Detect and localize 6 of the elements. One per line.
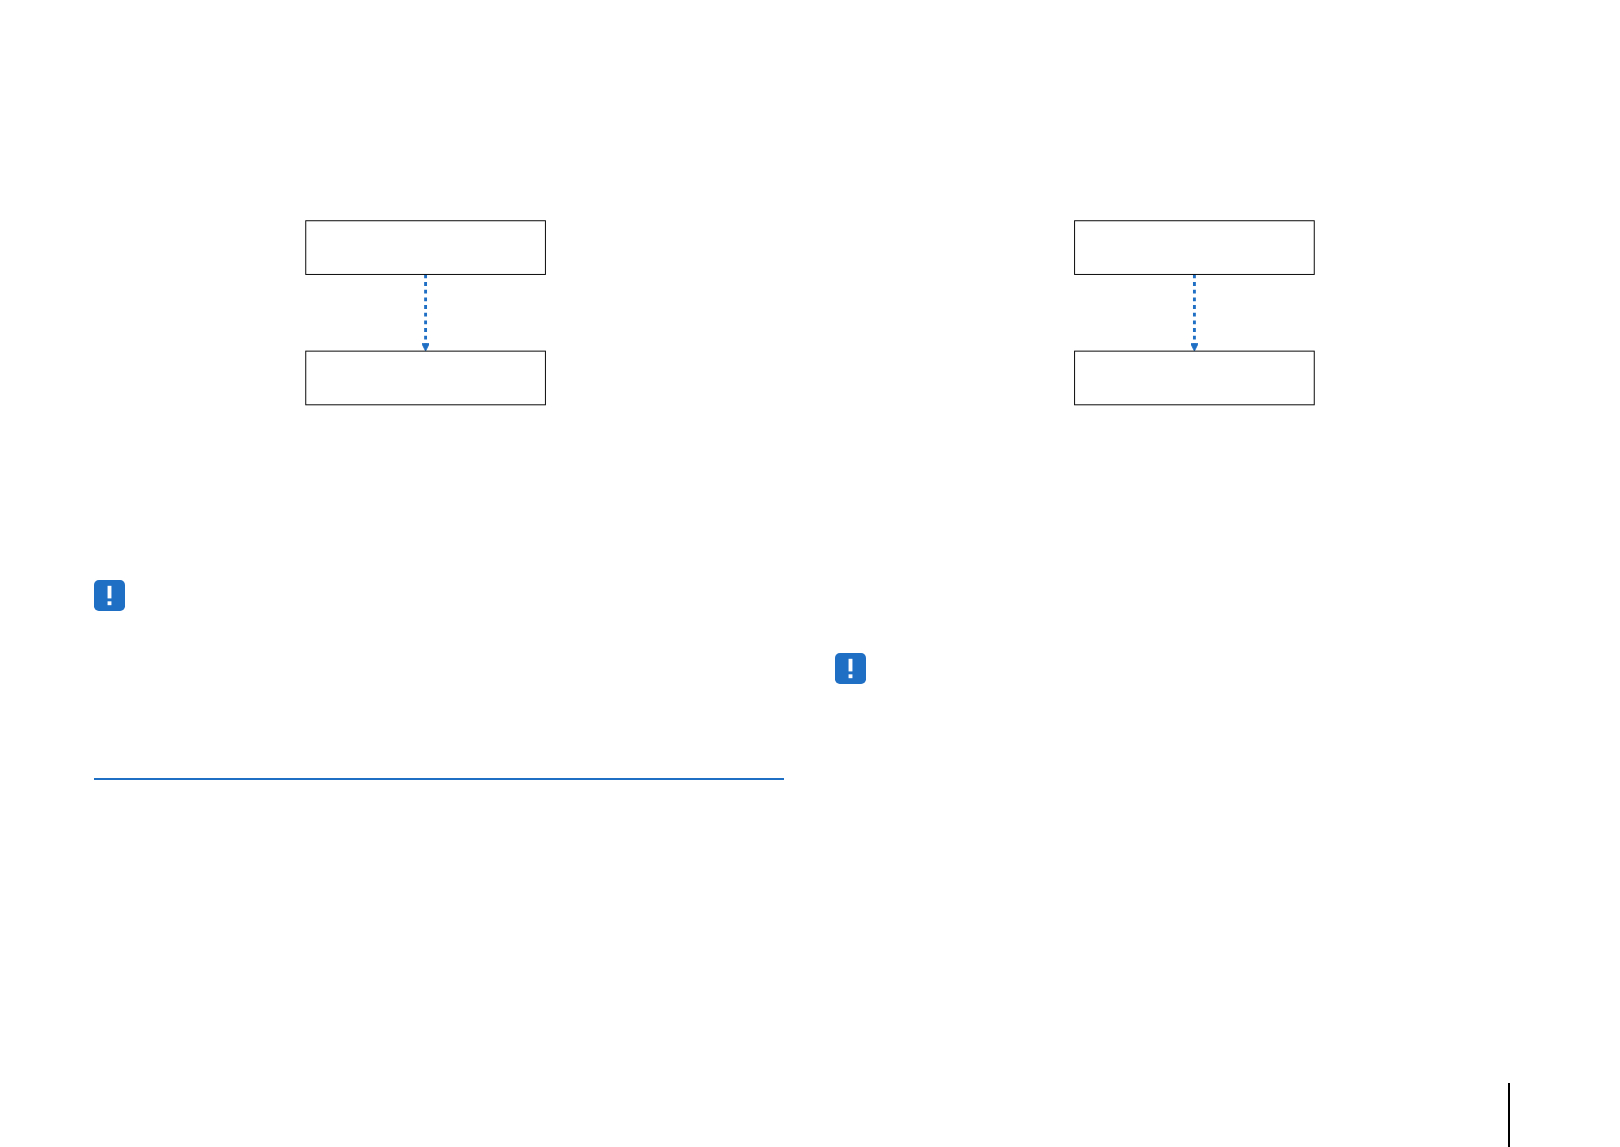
empty-box: [1074, 350, 1315, 406]
arrow: [1190, 274, 1199, 352]
arrow: [421, 274, 430, 352]
empty-box: [305, 350, 546, 406]
empty-box: [305, 220, 546, 275]
empty-box: [1074, 220, 1315, 275]
